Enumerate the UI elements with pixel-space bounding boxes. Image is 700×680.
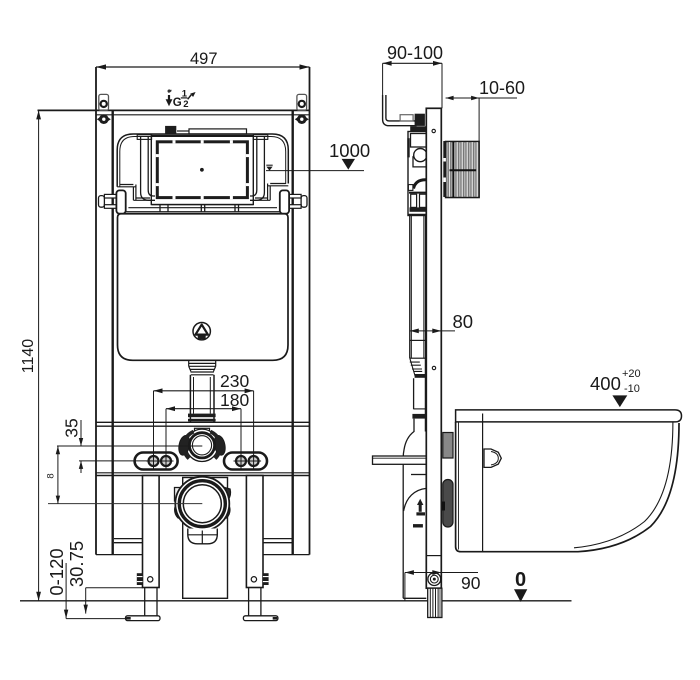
svg-text:1: 1	[182, 89, 188, 100]
svg-text:G: G	[173, 97, 182, 109]
svg-text:2: 2	[183, 99, 188, 110]
